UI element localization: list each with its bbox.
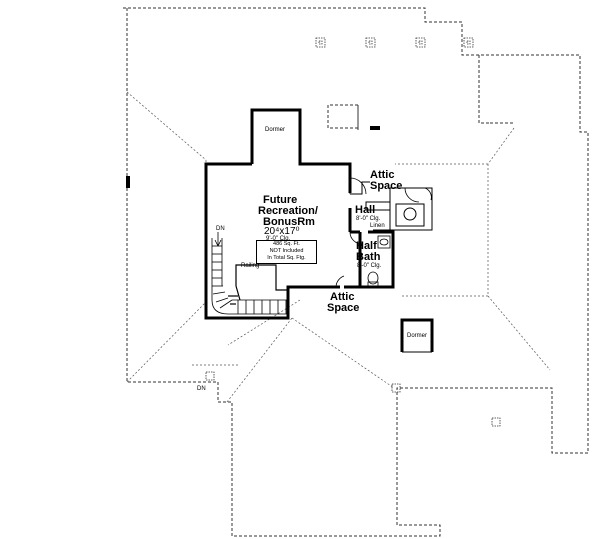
vent-marks xyxy=(126,126,380,188)
railing xyxy=(228,264,288,305)
dormer-label-bottom: Dormer xyxy=(407,333,428,339)
sq-ft-note-line-1: 486 Sq. Ft. xyxy=(273,241,300,247)
half-bath-label-1: Half xyxy=(356,240,377,252)
half-bath-label-2: Bath xyxy=(356,251,381,263)
sq-ft-note-line-2: NOT Included xyxy=(269,248,304,254)
future-rec-label-1: Future xyxy=(263,194,298,206)
linen-label: Linen xyxy=(370,223,385,229)
door-swings xyxy=(335,177,432,288)
future-rec-dimensions: 20⁴x17⁰ xyxy=(264,226,300,237)
roof-vents xyxy=(205,37,501,427)
stair-down-label-lower: DN xyxy=(197,386,206,392)
stair-down-label: DN xyxy=(216,226,225,232)
dormer-label-top: Dormer xyxy=(265,127,286,133)
sq-ft-note-line-3: In Total Sq. Ftg. xyxy=(267,255,306,261)
future-rec-label-2: Recreation/ xyxy=(258,205,318,217)
attic-space-2-label-2: Space xyxy=(327,302,360,314)
roof-ridges xyxy=(126,91,551,403)
half-bath-ceiling: 8'-0" Clg. xyxy=(357,263,382,269)
hall-ceiling: 8'-0" Clg. xyxy=(356,216,381,222)
railing-label: Railing xyxy=(241,263,260,269)
future-rec-label-3: BonusRm xyxy=(263,216,315,228)
future-rec-ceiling: 9'-0" Clg. xyxy=(266,236,291,242)
hall-label: Hall xyxy=(355,204,376,216)
stair xyxy=(211,232,288,315)
dormer-rear xyxy=(400,318,434,353)
attic-space-1-label-2: Space xyxy=(370,180,403,192)
attic-space-2-label-1: Attic xyxy=(330,291,355,303)
sq-ft-note: 486 Sq. Ft. NOT Included In Total Sq. Ft… xyxy=(256,240,317,264)
half-bath-fixtures xyxy=(367,235,391,287)
attic-space-1-label-1: Attic xyxy=(370,169,395,181)
hall-linen-walls xyxy=(350,181,433,231)
roof-outline xyxy=(123,7,589,537)
